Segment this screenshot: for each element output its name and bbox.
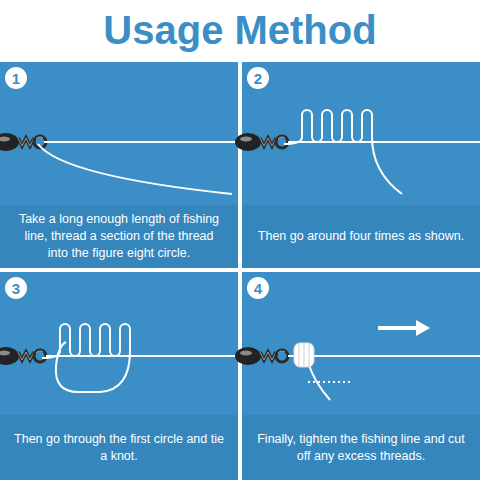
step-number: 2 xyxy=(247,67,269,89)
title: Usage Method xyxy=(0,0,480,60)
step-number: 3 xyxy=(5,277,27,299)
step-panel: 1Take a long enough length of fishing li… xyxy=(0,62,238,268)
step-text-area: Then go through the first circle and tie… xyxy=(0,415,238,480)
step-panel: 2Then go around four times as shown. xyxy=(242,62,480,268)
step-text-area: Take a long enough length of fishing lin… xyxy=(0,205,238,268)
step-text-area: Then go around four times as shown. xyxy=(242,205,480,268)
step-number: 4 xyxy=(247,277,269,299)
step-text-area: Finally, tighten the fishing line and cu… xyxy=(242,415,480,480)
step-panel: 4Finally, tighten the fishing line and c… xyxy=(242,272,480,480)
step-description: Then go around four times as shown. xyxy=(258,228,464,245)
step-description: Take a long enough length of fishing lin… xyxy=(14,211,224,262)
step-panel: 3Then go through the first circle and ti… xyxy=(0,272,238,480)
step-description: Finally, tighten the fishing line and cu… xyxy=(256,431,466,465)
step-number: 1 xyxy=(5,67,27,89)
step-description: Then go through the first circle and tie… xyxy=(14,431,224,465)
